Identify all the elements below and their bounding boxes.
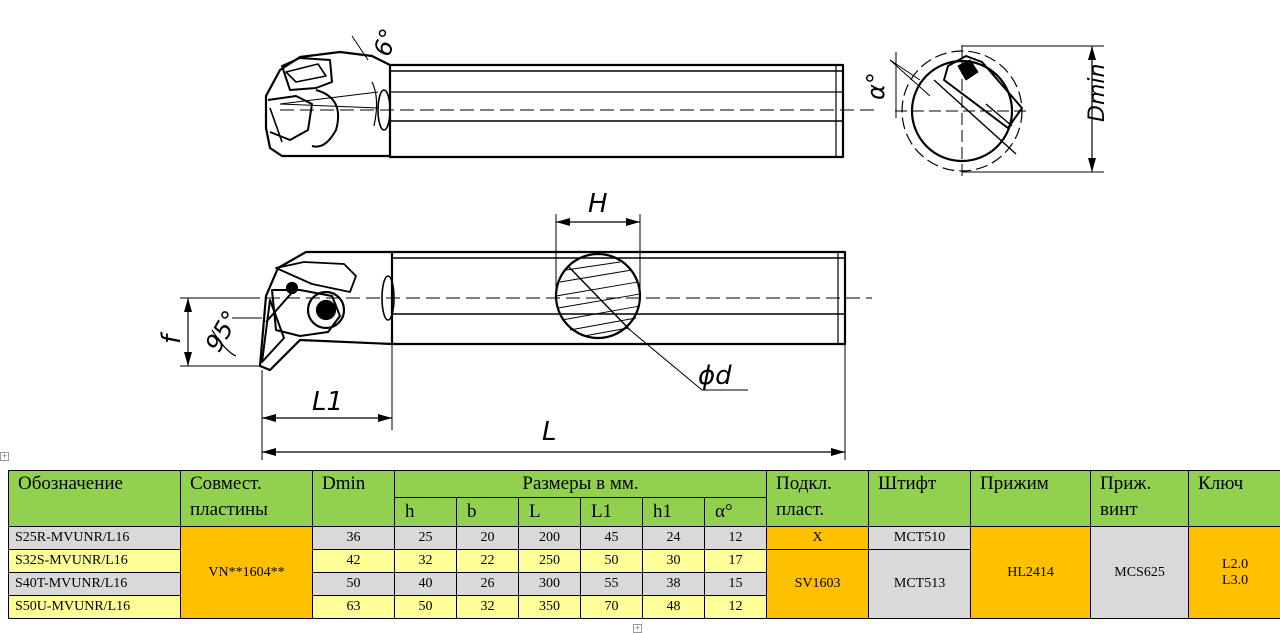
header-shim-line2: пласт. (776, 497, 868, 523)
row-designation: S32S-MVUNR/L16 (9, 550, 181, 573)
header-compatible-inserts: Совмест. пластины (181, 471, 313, 527)
header-designation: Обозначение (9, 471, 181, 527)
specification-table: Обозначение Совмест. пластины Dmin Разме… (8, 470, 1280, 619)
row-L1: 70 (581, 596, 643, 619)
anchor-marker-icon: + (0, 452, 9, 461)
label-l: L (542, 417, 557, 447)
key-line2: L3.0 (1189, 573, 1280, 589)
subheader-h: h (395, 498, 457, 527)
label-angle-6: 6° (368, 25, 403, 60)
row-dmin: 63 (313, 596, 395, 619)
row-alpha: 12 (705, 527, 767, 550)
row-designation: S25R-MVUNR/L16 (9, 527, 181, 550)
row-h: 50 (395, 596, 457, 619)
shim-cell-first: X (767, 527, 869, 550)
key-cell: L2.0 L3.0 (1189, 527, 1280, 619)
header-compatible-line1: Совмест. (190, 471, 312, 497)
row-L: 200 (519, 527, 581, 550)
compatible-insert-cell: VN**1604** (181, 527, 313, 619)
row-L: 300 (519, 573, 581, 596)
label-angle-alpha: α° (862, 72, 890, 100)
row-h1: 24 (643, 527, 705, 550)
end-view (890, 45, 1104, 180)
key-line1: L2.0 (1189, 557, 1280, 573)
row-designation: S50U-MVUNR/L16 (9, 596, 181, 619)
subheader-b: b (457, 498, 519, 527)
technical-drawing: 6° α° Dmin H 95° f ϕd L1 L (0, 0, 1280, 470)
row-b: 32 (457, 596, 519, 619)
header-shim: Подкл. пласт. (767, 471, 869, 527)
pin-cell-first: MCT510 (869, 527, 971, 550)
side-view (180, 214, 872, 460)
label-l1: L1 (312, 387, 343, 417)
row-h1: 38 (643, 573, 705, 596)
header-clamp: Прижим (971, 471, 1091, 527)
header-clamp-screw-line1: Приж. (1100, 471, 1188, 497)
row-alpha: 12 (705, 596, 767, 619)
shim-cell-rest: SV1603 (767, 550, 869, 619)
header-compatible-line2: пластины (190, 497, 312, 523)
header-key: Ключ (1189, 471, 1280, 527)
top-view (266, 36, 878, 157)
clamp-screw-cell: MCS625 (1091, 527, 1189, 619)
clamp-cell: HL2414 (971, 527, 1091, 619)
row-dmin: 50 (313, 573, 395, 596)
row-b: 22 (457, 550, 519, 573)
header-row: Обозначение Совмест. пластины Dmin Разме… (9, 471, 1280, 498)
row-alpha: 15 (705, 573, 767, 596)
row-dmin: 36 (313, 527, 395, 550)
subheader-L1: L1 (581, 498, 643, 527)
row-dmin: 42 (313, 550, 395, 573)
label-angle-95: 95° (200, 306, 246, 357)
subheader-L: L (519, 498, 581, 527)
anchor-marker-icon: + (633, 624, 642, 633)
row-designation: S40T-MVUNR/L16 (9, 573, 181, 596)
row-L1: 55 (581, 573, 643, 596)
header-shim-line1: Подкл. (776, 471, 868, 497)
header-clamp-screw-line2: винт (1100, 497, 1188, 523)
subheader-h1: h1 (643, 498, 705, 527)
label-diameter-d: ϕd (698, 361, 732, 391)
table-row: S25R-MVUNR/L16 VN**1604** 36 25 20 200 4… (9, 527, 1280, 550)
label-dmin: Dmin (1085, 64, 1110, 122)
row-L: 250 (519, 550, 581, 573)
row-h1: 30 (643, 550, 705, 573)
subheader-alpha: α° (705, 498, 767, 527)
label-f: f (157, 331, 187, 344)
header-dmin: Dmin (313, 471, 395, 527)
label-h: H (588, 189, 608, 219)
row-b: 26 (457, 573, 519, 596)
row-alpha: 17 (705, 550, 767, 573)
row-h1: 48 (643, 596, 705, 619)
row-L: 350 (519, 596, 581, 619)
pin-cell-rest: MCT513 (869, 550, 971, 619)
row-h: 32 (395, 550, 457, 573)
row-L1: 50 (581, 550, 643, 573)
row-b: 20 (457, 527, 519, 550)
header-dimensions: Размеры в мм. (395, 471, 767, 498)
row-h: 40 (395, 573, 457, 596)
header-clamp-screw: Приж. винт (1091, 471, 1189, 527)
header-pin: Штифт (869, 471, 971, 527)
row-L1: 45 (581, 527, 643, 550)
row-h: 25 (395, 527, 457, 550)
